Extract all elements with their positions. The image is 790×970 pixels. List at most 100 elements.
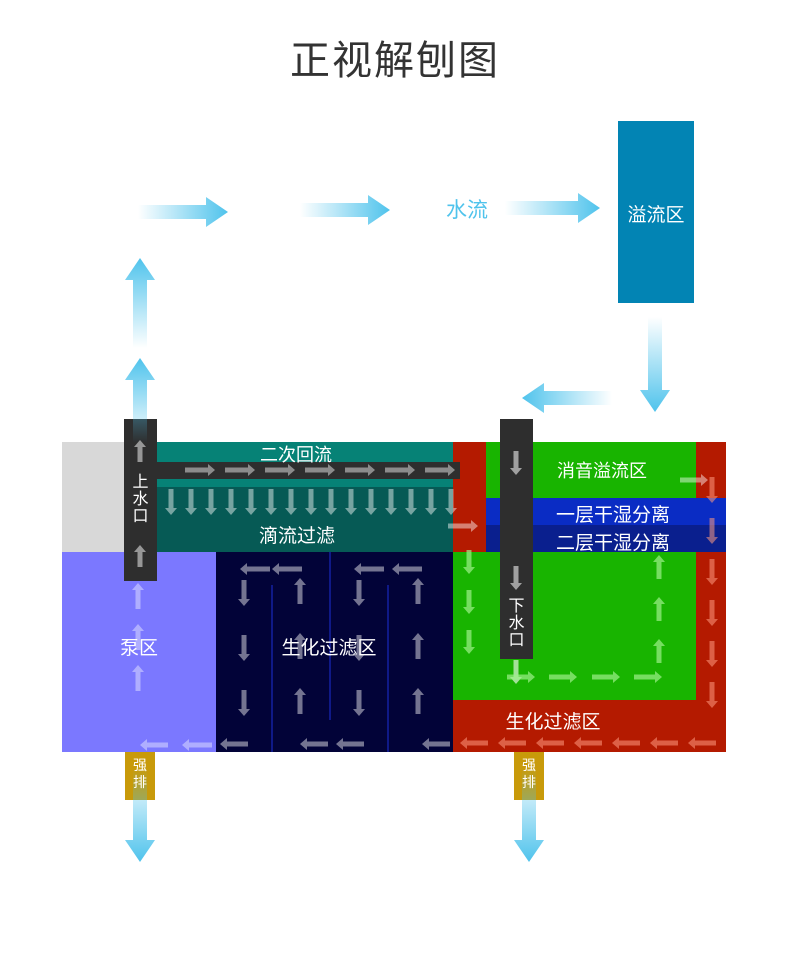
- small-flow-arrow: [265, 464, 295, 476]
- small-flow-arrow: [185, 489, 197, 515]
- small-flow-arrow: [300, 738, 328, 750]
- overflow-zone: [618, 121, 694, 303]
- small-flow-arrow: [140, 739, 168, 751]
- small-flow-arrow: [305, 464, 335, 476]
- small-flow-arrow: [134, 545, 146, 567]
- small-flow-arrow: [385, 489, 397, 515]
- page-title: 正视解刨图: [290, 38, 500, 84]
- small-flow-arrow: [574, 737, 602, 749]
- small-flow-arrow: [510, 451, 522, 475]
- bio-filter-left-zone: [216, 552, 453, 752]
- small-flow-arrow: [365, 489, 377, 515]
- small-flow-arrow: [653, 555, 665, 579]
- small-flow-arrow: [463, 590, 475, 614]
- force-drain-right-label: 强 排: [514, 758, 544, 792]
- small-flow-arrow: [225, 464, 255, 476]
- small-flow-arrow: [336, 738, 364, 750]
- small-flow-arrow: [448, 520, 478, 532]
- small-flow-arrow: [412, 688, 424, 714]
- bio-filter-right-label: 生化过滤区: [505, 711, 601, 733]
- force-drain-char: 强: [522, 758, 536, 774]
- drip-filter-zone: [154, 487, 486, 552]
- small-flow-arrow: [285, 489, 297, 515]
- small-flow-arrow: [305, 489, 317, 515]
- flow-arrow: [138, 197, 228, 227]
- small-flow-arrow: [498, 737, 526, 749]
- small-flow-arrow: [182, 739, 212, 751]
- small-flow-arrow: [688, 737, 716, 749]
- upper-outlet-label: 上 水 口: [124, 473, 157, 524]
- force-drain-char: 排: [522, 775, 536, 791]
- small-flow-arrow: [706, 600, 718, 626]
- lower-outlet-char: 口: [508, 630, 525, 649]
- upper-outlet-char: 水: [132, 489, 149, 508]
- flow-arrow: [300, 195, 390, 225]
- small-flow-arrow: [294, 633, 306, 659]
- small-flow-arrow: [634, 671, 662, 683]
- small-flow-arrow: [272, 563, 302, 575]
- force-drain-char: 排: [133, 775, 147, 791]
- small-flow-arrow: [612, 737, 640, 749]
- pump-zone-label: 泵区: [119, 637, 158, 659]
- small-flow-arrow: [463, 630, 475, 654]
- small-flow-arrow: [507, 671, 535, 683]
- small-flow-arrow: [238, 690, 250, 716]
- force-drain-left-label: 强 排: [125, 758, 155, 792]
- small-flow-arrow: [706, 682, 718, 708]
- flow-arrow: [125, 767, 155, 862]
- small-flow-arrow: [132, 583, 144, 609]
- small-flow-arrow: [412, 633, 424, 659]
- small-flow-arrow: [354, 563, 384, 575]
- small-flow-arrow: [706, 641, 718, 667]
- small-flow-arrow: [225, 489, 237, 515]
- small-flow-arrow: [445, 489, 457, 515]
- small-flow-arrow: [422, 738, 450, 750]
- flow-arrow: [125, 258, 155, 348]
- small-flow-arrow: [650, 737, 678, 749]
- small-flow-arrow: [425, 489, 437, 515]
- small-flow-arrow: [392, 563, 422, 575]
- small-flow-arrow: [463, 550, 475, 574]
- lower-outlet-label: 下 水 口: [500, 597, 533, 648]
- dry-wet-1-label: 一层干湿分离: [555, 504, 670, 526]
- upper-outlet-char: 口: [132, 506, 149, 525]
- small-flow-arrow: [294, 578, 306, 604]
- small-flow-arrow: [706, 518, 718, 544]
- small-flow-arrow: [205, 489, 217, 515]
- small-flow-arrow: [536, 737, 564, 749]
- small-flow-arrow: [510, 566, 522, 590]
- drip-filter-label: 滴流过滤: [258, 525, 335, 547]
- upper-outlet-char: 上: [132, 472, 149, 491]
- small-flow-arrow: [265, 489, 277, 515]
- return-pipe: [157, 462, 460, 479]
- small-flow-arrow: [425, 464, 455, 476]
- small-flow-arrow: [134, 440, 146, 462]
- small-flow-arrow: [165, 489, 177, 515]
- pump-zone: [62, 552, 216, 752]
- small-flow-arrow: [706, 559, 718, 585]
- small-flow-arrow: [592, 671, 620, 683]
- small-flow-arrow: [353, 580, 365, 606]
- flow-arrow: [522, 383, 612, 413]
- small-flow-arrow: [132, 624, 144, 650]
- small-flow-arrow: [412, 578, 424, 604]
- small-flow-arrow: [345, 464, 375, 476]
- overflow-zone-label: 溢流区: [627, 204, 685, 226]
- lower-outlet-char: 水: [508, 613, 525, 632]
- flow-arrow: [514, 767, 544, 862]
- small-flow-arrow: [132, 665, 144, 691]
- small-flow-arrow: [240, 563, 270, 575]
- water-flow-label: 水流: [446, 198, 488, 222]
- small-flow-arrow: [238, 580, 250, 606]
- small-flow-arrow: [220, 738, 248, 750]
- small-flow-arrow: [353, 635, 365, 661]
- small-flow-arrow: [405, 489, 417, 515]
- small-flow-arrow: [294, 688, 306, 714]
- small-flow-arrow: [680, 474, 708, 486]
- force-drain-char: 强: [133, 758, 147, 774]
- dry-wet-2-label: 二层干湿分离: [555, 532, 670, 554]
- small-flow-arrow: [385, 464, 415, 476]
- small-flow-arrow: [345, 489, 357, 515]
- small-flow-arrow: [460, 737, 488, 749]
